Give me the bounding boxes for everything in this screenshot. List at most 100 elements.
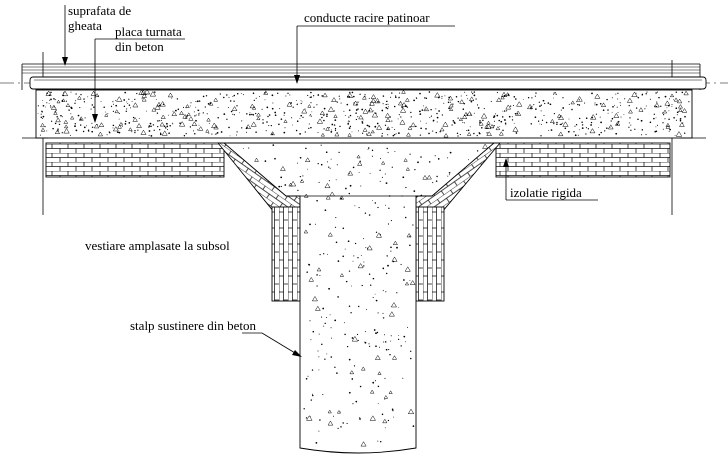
aggregate-speck: [668, 110, 670, 112]
aggregate-speck: [239, 112, 241, 114]
aggregate-speck: [123, 105, 126, 108]
aggregate-speck: [229, 100, 232, 102]
aggregate-speck: [318, 356, 320, 358]
aggregate-speck: [655, 126, 657, 128]
aggregate-speck: [347, 240, 350, 243]
aggregate-speck: [403, 335, 406, 338]
aggregate-speck: [435, 131, 437, 134]
aggregate-speck: [97, 131, 104, 137]
aggregate-speck: [74, 123, 77, 125]
aggregate-speck: [376, 124, 383, 130]
aggregate-speck: [246, 113, 248, 115]
aggregate-speck: [288, 182, 293, 187]
aggregate-speck: [130, 107, 132, 109]
aggregate-speck: [387, 223, 390, 225]
aggregate-speck: [384, 173, 386, 175]
aggregate-speck: [355, 112, 357, 114]
aggregate-speck: [613, 112, 620, 118]
aggregate-speck: [157, 125, 159, 128]
aggregate-speck: [277, 92, 279, 94]
aggregate-speck: [530, 107, 532, 110]
aggregate-speck: [589, 128, 596, 134]
aggregate-speck: [679, 117, 682, 120]
aggregate-speck: [611, 117, 614, 120]
aggregate-speck: [348, 305, 351, 307]
aggregate-speck: [617, 98, 619, 100]
aggregate-speck: [300, 99, 302, 101]
aggregate-speck: [374, 125, 377, 128]
aggregate-speck: [587, 128, 590, 130]
aggregate-speck: [236, 131, 238, 133]
aggregate-speck: [448, 107, 454, 111]
aggregate-speck: [391, 355, 398, 360]
aggregate-speck: [623, 114, 625, 115]
aggregate-speck: [167, 92, 174, 98]
aggregate-speck: [40, 122, 46, 128]
aggregate-speck: [369, 345, 371, 347]
aggregate-speck: [397, 118, 399, 120]
aggregate-speck: [303, 408, 305, 410]
aggregate-speck: [300, 114, 303, 117]
aggregate-speck: [400, 263, 402, 266]
aggregate-speck: [312, 95, 315, 97]
aggregate-speck: [407, 408, 415, 415]
aggregate-speck: [147, 93, 149, 95]
aggregate-speck: [590, 124, 592, 126]
aggregate-speck: [405, 167, 410, 171]
aggregate-speck: [508, 115, 511, 118]
aggregate-speck: [189, 126, 192, 128]
aggregate-speck: [266, 106, 269, 109]
aggregate-speck: [383, 341, 385, 343]
aggregate-speck: [590, 121, 593, 124]
aggregate-speck: [150, 125, 152, 128]
aggregate-speck: [78, 116, 84, 121]
aggregate-speck: [562, 97, 564, 99]
aggregate-speck: [308, 263, 309, 265]
aggregate-speck: [527, 96, 530, 99]
aggregate-speck: [425, 122, 427, 124]
aggregate-speck: [571, 108, 573, 111]
aggregate-speck: [386, 107, 389, 110]
aggregate-speck: [390, 96, 392, 98]
aggregate-speck: [681, 91, 684, 94]
aggregate-speck: [363, 238, 365, 240]
aggregate-speck: [159, 100, 166, 107]
aggregate-speck: [599, 116, 601, 118]
aggregate-speck: [624, 98, 626, 100]
aggregate-speck: [495, 113, 497, 115]
aggregate-speck: [388, 311, 395, 317]
aggregate-speck: [368, 273, 371, 275]
aggregate-speck: [493, 120, 496, 122]
aggregate-speck: [342, 255, 344, 258]
aggregate-speck: [215, 133, 217, 135]
aggregate-speck: [256, 112, 261, 117]
aggregate-speck: [193, 111, 195, 113]
aggregate-speck: [118, 112, 120, 114]
aggregate-speck: [369, 100, 375, 106]
aggregate-speck: [392, 240, 398, 245]
aggregate-speck: [132, 102, 139, 108]
aggregate-speck: [611, 97, 613, 99]
aggregate-speck: [390, 301, 398, 308]
aggregate-speck: [539, 123, 541, 125]
aggregate-speck: [299, 133, 301, 135]
aggregate-speck: [87, 129, 90, 131]
aggregate-speck: [40, 116, 43, 119]
aggregate-speck: [662, 109, 668, 114]
concrete-column: [222, 142, 496, 454]
aggregate-speck: [425, 97, 428, 100]
aggregate-speck: [391, 256, 398, 262]
aggregate-speck: [579, 117, 581, 120]
aggregate-speck: [479, 120, 481, 122]
aggregate-speck: [348, 95, 351, 98]
aggregate-speck: [150, 135, 153, 137]
aggregate-speck: [278, 123, 280, 126]
aggregate-speck: [371, 149, 374, 152]
aggregate-speck: [377, 312, 379, 314]
aggregate-speck: [495, 126, 501, 131]
aggregate-speck: [388, 390, 393, 394]
aggregate-speck: [560, 123, 562, 125]
aggregate-speck: [295, 129, 298, 132]
aggregate-speck: [306, 415, 313, 421]
aggregate-speck: [134, 131, 136, 134]
